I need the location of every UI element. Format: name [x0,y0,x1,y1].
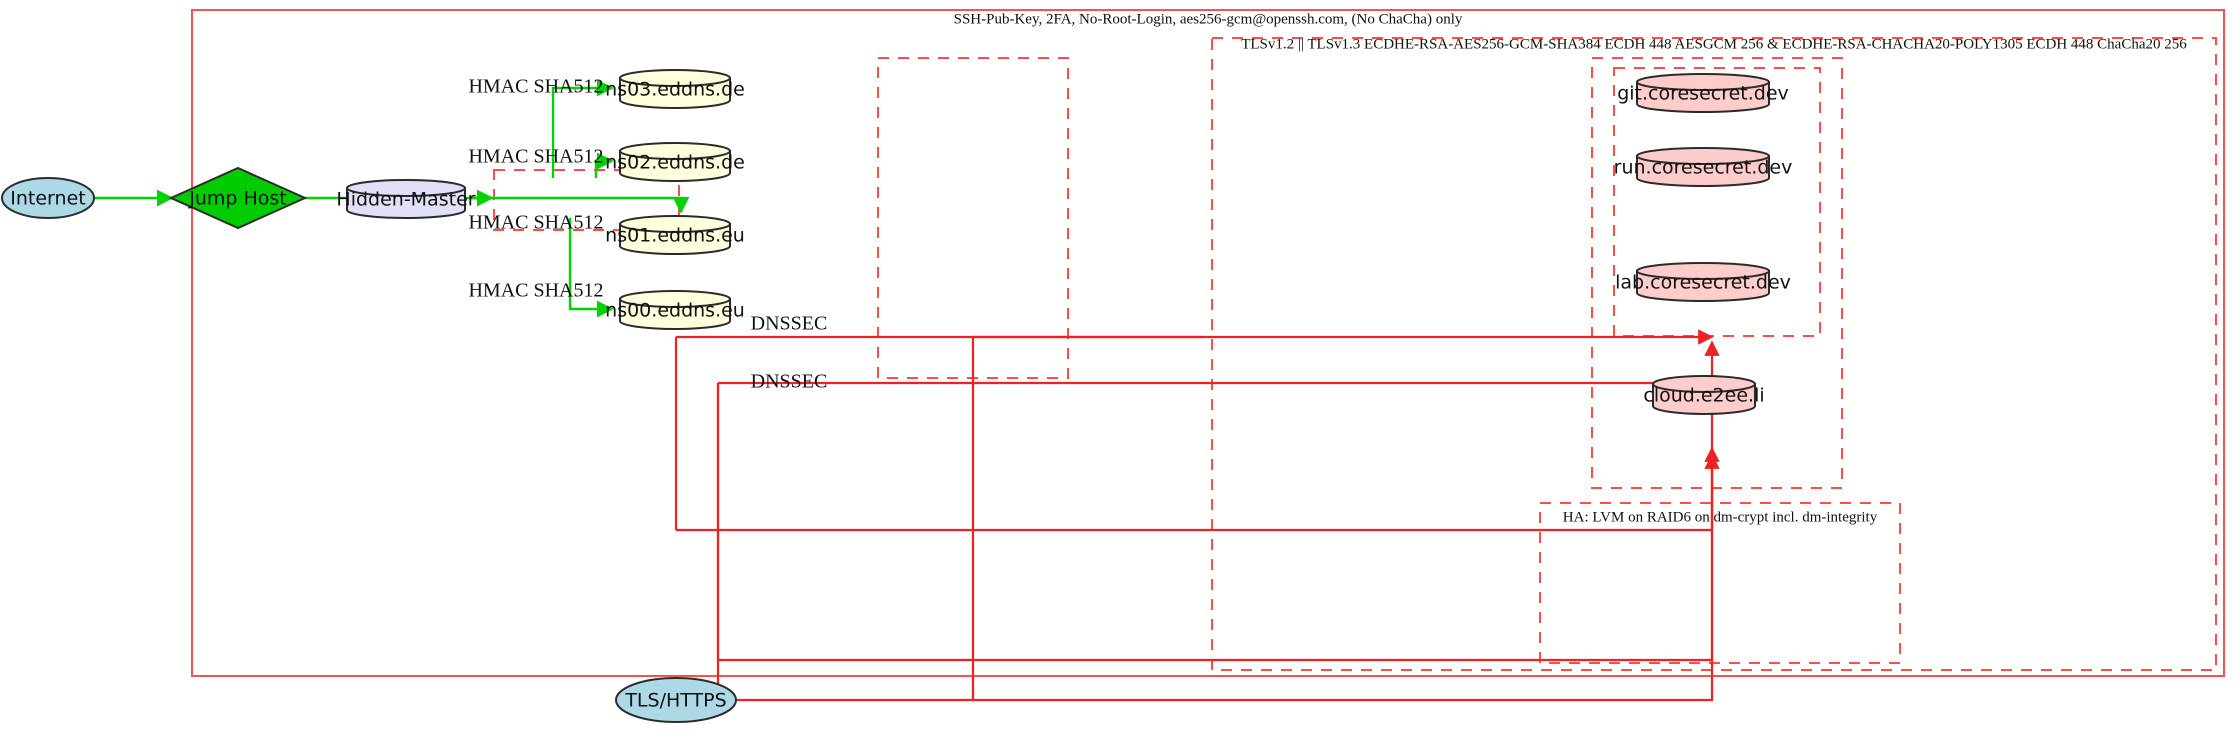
cluster-ha-border [1539,502,1901,664]
edge-tls-https-right [736,676,1714,702]
cluster-ha: HA: LVM on RAID6 on dm-crypt incl. dm-in… [1539,502,1901,664]
node-cloud-e2ee-top [1652,375,1756,393]
node-ns03[interactable]: ns03.eddns.de [605,69,745,109]
node-lab-coresecret-top [1636,262,1770,280]
edge-label-hmac-ns01: HMAC SHA512 [468,212,603,234]
node-ns01-top [619,215,731,233]
cluster-ssh-label: SSH-Pub-Key, 2FA, No-Root-Login, aes256-… [954,11,1463,27]
cluster-nameservers [877,57,1069,379]
edge-hidden-master-ns00 [568,218,614,318]
node-internet-shape[interactable] [1,177,95,219]
cluster-tls-label: TLSv1.2 || TLSv1.3 ECDHE-RSA-AES256-GCM-… [1241,36,2187,52]
edge-dnssec-upper-riser [971,335,1203,700]
edge-hidden-master-ns02 [594,152,614,178]
node-tls-https-shape[interactable] [615,677,737,723]
node-tls-https[interactable]: TLS/HTTPS [615,677,737,723]
cluster-gitrun [1613,67,1821,337]
node-lab-coresecret[interactable]: lab.coresecret.dev [1615,262,1791,302]
cluster-gitrun-border [1613,67,1821,337]
edges-red [674,329,1720,702]
node-run-coresecret-top [1636,147,1770,165]
node-git-coresecret[interactable]: git.coresecret.dev [1617,73,1789,113]
edge-label-hmac-ns02: HMAC SHA512 [468,146,603,168]
cluster-hidden-master-border [493,169,680,231]
cluster-tls-border [1211,37,2217,671]
cluster-ha-label: HA: LVM on RAID6 on dm-crypt incl. dm-in… [1563,509,1878,525]
node-ns02[interactable]: ns02.eddns.de [605,142,745,182]
cluster-hidden-master [493,169,680,231]
node-ns00-top [619,290,731,308]
edge-label-dnssec-lower: DNSSEC [751,371,828,393]
node-run-coresecret[interactable]: run.coresecret.dev [1614,147,1793,187]
node-cloud-e2ee[interactable]: cloud.e2ee.li [1643,375,1765,415]
node-ns03-top [619,69,731,87]
node-ns01[interactable]: ns01.eddns.eu [605,215,745,255]
cluster-ssh: SSH-Pub-Key, 2FA, No-Root-Login, aes256-… [191,9,2225,677]
node-git-coresecret-top [1636,73,1770,91]
node-hidden-master-top [346,179,466,197]
edge-label-hmac-ns00: HMAC SHA512 [468,280,603,302]
node-ns02-top [619,142,731,160]
cluster-coresecret [1591,57,1843,489]
cluster-coresecret-border [1591,57,1843,489]
edge-labels: HMAC SHA512 HMAC SHA512 HMAC SHA512 HMAC… [468,76,827,393]
node-internet[interactable]: Internet [1,177,95,219]
edge-label-hmac-ns03: HMAC SHA512 [468,76,603,98]
node-jump-host-shape[interactable] [168,166,308,230]
node-ns00[interactable]: ns00.eddns.eu [605,290,745,330]
cluster-ssh-border [191,9,2225,677]
edge-hidden-master-ns01 [470,196,690,214]
edge-label-dnssec-upper: DNSSEC [751,313,828,335]
cluster-tls: TLSv1.2 || TLSv1.3 ECDHE-RSA-AES256-GCM-… [1211,36,2217,671]
node-hidden-master[interactable]: Hidden-Master [336,179,476,219]
cluster-nameservers-border [877,57,1069,379]
edge-hidden-master-ns03 [551,79,614,178]
